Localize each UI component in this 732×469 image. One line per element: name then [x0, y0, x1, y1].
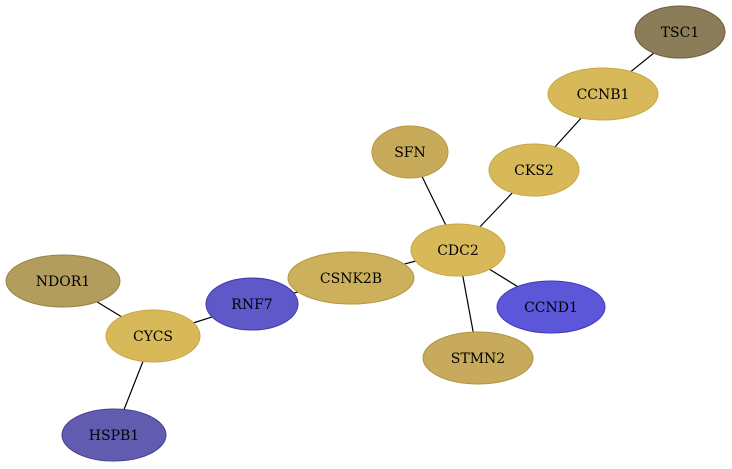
- node-label-cks2: CKS2: [514, 163, 554, 179]
- node-shape-csnk2b[interactable]: [287, 251, 415, 305]
- node-cks2[interactable]: CKS2: [488, 143, 580, 197]
- node-shape-cks2[interactable]: [488, 143, 580, 197]
- node-shape-ccnb1[interactable]: [547, 67, 659, 121]
- node-label-rnf7: RNF7: [231, 297, 272, 313]
- node-cycs[interactable]: CYCS: [105, 309, 201, 363]
- node-cdc2[interactable]: CDC2: [410, 223, 506, 277]
- node-shape-tsc1[interactable]: [634, 5, 726, 59]
- node-sfn[interactable]: SFN: [371, 125, 449, 179]
- node-shape-hspb1[interactable]: [61, 408, 167, 462]
- edge-cdc2-stmn2: [462, 275, 474, 333]
- node-label-ccnb1: CCNB1: [577, 87, 630, 103]
- edge-sfn-cdc2: [421, 176, 447, 226]
- node-label-ndor1: NDOR1: [36, 274, 90, 290]
- edge-cdc2-csnk2b: [404, 260, 416, 265]
- node-label-sfn: SFN: [394, 145, 426, 161]
- edge-ndor1-cycs: [96, 301, 122, 318]
- node-shape-cdc2[interactable]: [410, 223, 506, 277]
- node-shape-stmn2[interactable]: [422, 331, 534, 385]
- edge-cdc2-ccnd1: [489, 268, 518, 288]
- node-shape-cycs[interactable]: [105, 309, 201, 363]
- node-ccnd1[interactable]: CCND1: [496, 280, 606, 334]
- node-shape-rnf7[interactable]: [205, 277, 299, 331]
- node-shape-ccnd1[interactable]: [496, 280, 606, 334]
- edge-ccnb1-cks2: [554, 117, 582, 148]
- node-csnk2b[interactable]: CSNK2B: [287, 251, 415, 305]
- node-shape-ndor1[interactable]: [5, 254, 121, 308]
- edge-cycs-hspb1: [123, 361, 144, 410]
- node-label-cycs: CYCS: [133, 329, 173, 345]
- node-hspb1[interactable]: HSPB1: [61, 408, 167, 462]
- node-label-csnk2b: CSNK2B: [320, 271, 382, 287]
- node-label-cdc2: CDC2: [437, 243, 479, 259]
- node-shape-sfn[interactable]: [371, 125, 449, 179]
- node-label-tsc1: TSC1: [661, 25, 700, 41]
- node-stmn2[interactable]: STMN2: [422, 331, 534, 385]
- edge-tsc1-ccnb1: [630, 52, 655, 73]
- node-ndor1[interactable]: NDOR1: [5, 254, 121, 308]
- edges-layer: [96, 52, 655, 410]
- edge-rnf7-cycs: [193, 316, 213, 324]
- edge-cks2-cdc2: [479, 192, 513, 228]
- node-rnf7[interactable]: RNF7: [205, 277, 299, 331]
- node-label-ccnd1: CCND1: [524, 300, 578, 316]
- node-label-hspb1: HSPB1: [89, 428, 139, 444]
- node-tsc1[interactable]: TSC1: [634, 5, 726, 59]
- node-label-stmn2: STMN2: [451, 351, 505, 367]
- node-ccnb1[interactable]: CCNB1: [547, 67, 659, 121]
